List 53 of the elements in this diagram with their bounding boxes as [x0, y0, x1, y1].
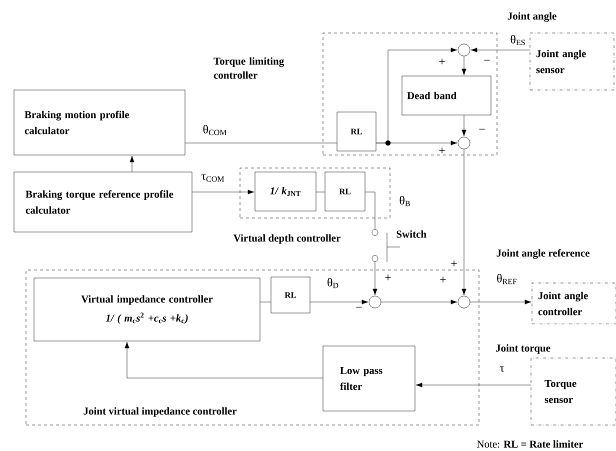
- arrow: [124, 342, 323, 378]
- connector-line: [185, 142, 337, 144]
- arrow: [470, 48, 530, 52]
- edge-label: θ$_{D}$: [326, 276, 340, 290]
- sign-label: +: [385, 274, 391, 280]
- arrow: [376, 48, 458, 144]
- summing-junction: [368, 296, 382, 308]
- sensor-box: Joint angle controller: [532, 282, 616, 324]
- switch-label: Switch: [396, 230, 426, 238]
- sign-label: +: [439, 58, 445, 64]
- group-label: Joint virtual impedance controller: [84, 407, 237, 417]
- edge-label: τ: [498, 365, 506, 373]
- arrow: [462, 56, 466, 76]
- edge-label: θ$_{B}$: [398, 194, 412, 208]
- arrow: [130, 156, 134, 172]
- sign-label: −: [479, 128, 485, 130]
- arrow: [192, 190, 254, 194]
- sign-label: +: [439, 148, 445, 154]
- group-label: Torque limiting controller: [214, 57, 284, 79]
- signal-label: Joint angle: [508, 12, 556, 22]
- arrow: [462, 115, 466, 136]
- edge-label: θ$_{ES}$: [509, 34, 527, 46]
- arrow: [381, 300, 458, 304]
- block-box: 1/ k$_{JNT}$: [254, 172, 316, 212]
- block-box: Virtual impedance controller 1/ ( m$_{c}$s$^{2}$ +c$_{c}$s +k$_{c}$): [34, 278, 260, 342]
- note-text: Note: RL = Rate limiter: [477, 440, 584, 448]
- sign-label: −: [356, 306, 362, 308]
- signal-label: Joint angle reference: [496, 249, 590, 259]
- sensor-box: Joint angle sensor: [530, 32, 614, 90]
- block-box: Braking torque reference profile calculator: [14, 172, 192, 232]
- block-box: RL: [270, 276, 310, 314]
- sensor-box: Torque sensor: [530, 358, 616, 426]
- edge-label: τ$_{COM}$: [200, 173, 226, 183]
- block-box: Braking motion profile calculator: [14, 90, 186, 156]
- block-box: RL: [336, 112, 376, 152]
- arrow: [470, 300, 532, 304]
- block-box: Low pass filter: [322, 346, 416, 412]
- connector-line: [365, 192, 376, 229]
- sign-label: +: [451, 260, 457, 266]
- block-box: RL: [324, 172, 366, 212]
- group-label: Virtual depth controller: [233, 234, 340, 244]
- edge-label: θ$_{REF}$: [496, 272, 518, 286]
- signal-label: Joint torque: [496, 344, 550, 354]
- summing-junction: [458, 296, 470, 308]
- summing-junction: [458, 44, 470, 56]
- arrow: [372, 262, 378, 296]
- arrow: [462, 149, 466, 296]
- block-box: Dead band: [402, 76, 492, 116]
- arrow: [310, 300, 368, 304]
- summing-junction: [458, 136, 470, 150]
- arrow: [416, 382, 531, 388]
- edge-label: θ$_{COM}$: [202, 124, 228, 136]
- sign-label: +: [440, 276, 446, 282]
